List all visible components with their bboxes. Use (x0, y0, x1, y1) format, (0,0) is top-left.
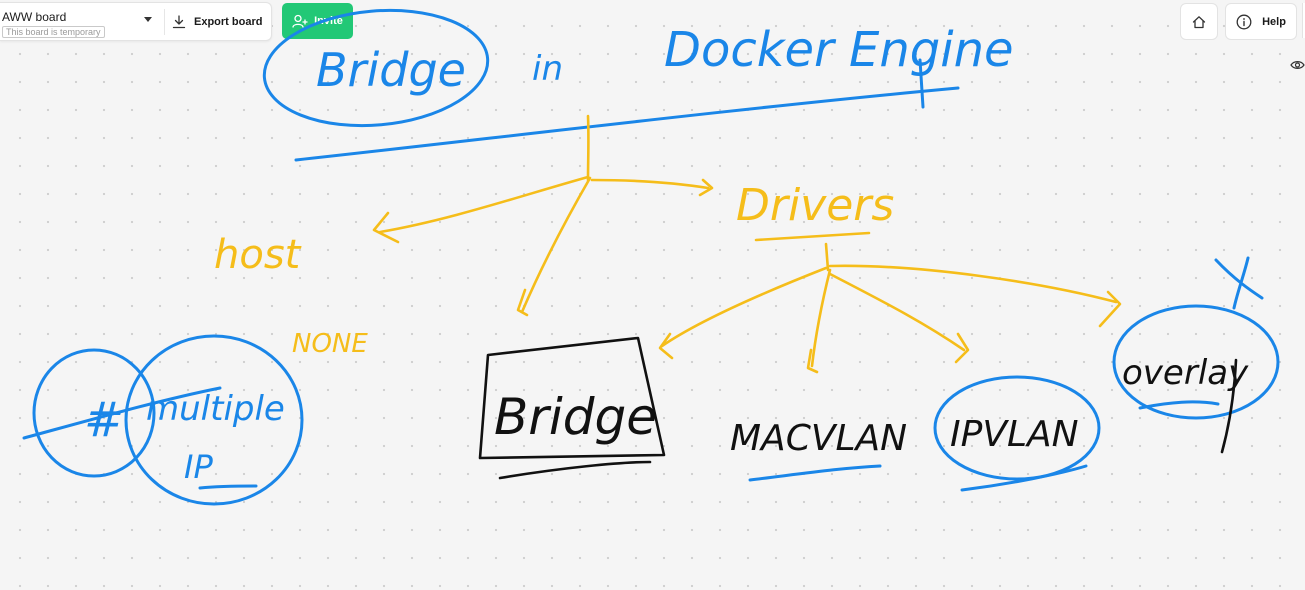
home-button[interactable] (1180, 3, 1218, 40)
board-temporary-badge: This board is temporary (2, 26, 105, 38)
ipvlan-underline (960, 464, 1088, 492)
title-underline (294, 86, 960, 162)
arrow-to-bridge (520, 176, 592, 314)
hash-circle (32, 348, 156, 478)
help-label: Help (1262, 15, 1286, 28)
title-stroke (918, 58, 925, 109)
macvlan-underline (748, 464, 882, 482)
label-bridge-box: Bridge (494, 388, 657, 446)
label-ip: IP (184, 448, 213, 486)
eye-icon[interactable] (1290, 58, 1305, 72)
arrow-head-bridge-box (658, 332, 674, 360)
arrow-head-bridge (516, 288, 529, 317)
help-button[interactable]: Help (1225, 3, 1297, 40)
multiple-ip-circle (124, 334, 304, 506)
bridge-title-ellipse (262, 8, 490, 128)
label-macvlan: MACVLAN (730, 418, 907, 459)
download-icon (172, 15, 186, 29)
user-plus-icon (292, 14, 308, 28)
ipvlan-ellipse (933, 375, 1101, 481)
label-ipvlan: IPVLAN (950, 414, 1079, 455)
toolbar-divider (164, 9, 165, 35)
title-in: in (532, 49, 563, 89)
side-panel-edge[interactable] (1302, 3, 1305, 38)
arrow-head-macvlan (806, 348, 819, 374)
overlay-y-tail (1220, 358, 1238, 454)
label-multiple: multiple (146, 389, 285, 429)
bridge-box (478, 336, 666, 460)
info-icon (1236, 14, 1252, 29)
export-board-button[interactable]: Export board (172, 9, 266, 35)
arrow-head-overlay (1098, 290, 1122, 328)
arrow-head-drivers (698, 178, 714, 197)
label-host: host (214, 232, 302, 278)
ip-underline (198, 484, 258, 490)
overlay-ellipse (1112, 304, 1280, 420)
board-toolbar: AWW board This board is temporary Export… (0, 2, 272, 41)
arrow-to-bridge-box (660, 266, 828, 348)
strike-line (22, 386, 222, 440)
drivers-underline (754, 231, 871, 242)
chevron-down-icon[interactable] (144, 17, 152, 22)
overlay-underline (1138, 400, 1220, 410)
label-drivers: Drivers (736, 180, 894, 231)
bridge-box-shadow (498, 460, 652, 480)
arrow-to-host (378, 175, 590, 234)
drivers-stem (824, 242, 830, 272)
arrow-to-macvlan (810, 268, 832, 368)
title-bridge: Bridge (316, 43, 466, 97)
overlay-cross (1214, 256, 1264, 310)
title-docker-engine: Docker Engine (664, 22, 1014, 78)
board-name[interactable]: AWW board (2, 10, 67, 24)
arrow-head-ipvlan (954, 332, 970, 364)
label-overlay: overlay (1122, 353, 1249, 393)
label-none: NONE (292, 329, 368, 359)
arrow-to-drivers (590, 178, 710, 190)
arrow-to-overlay (828, 264, 1118, 304)
arrow-head-host (372, 211, 400, 244)
export-board-label: Export board (194, 16, 263, 28)
home-icon (1192, 15, 1206, 28)
arrow-to-ipvlan (828, 272, 966, 352)
